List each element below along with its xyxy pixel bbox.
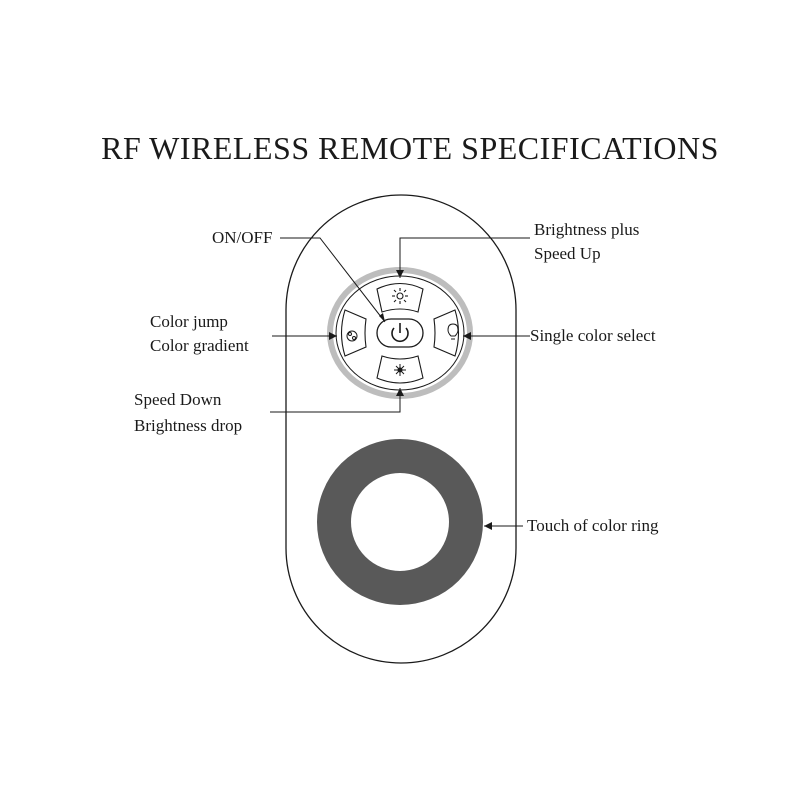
label-color-gradient: Color gradient [150, 336, 249, 355]
power-icon [391, 323, 409, 343]
label-on-off: ON/OFF [212, 228, 273, 247]
label-brightness-plus: Brightness plus [534, 220, 640, 239]
label-color-jump: Color jump [150, 312, 228, 331]
color-mode-button[interactable] [340, 309, 367, 357]
touch-color-ring[interactable] [317, 439, 483, 605]
page-title: RF WIRELESS REMOTE SPECIFICATIONS [101, 130, 719, 166]
single-color-button[interactable] [433, 309, 460, 357]
label-speed-down: Speed Down [134, 390, 222, 409]
label-speed-up: Speed Up [534, 244, 601, 263]
label-touch-color-ring: Touch of color ring [527, 516, 659, 535]
leader-arrowheads [329, 270, 492, 530]
label-single-color-select: Single color select [530, 326, 656, 345]
small-sun-icon [394, 364, 406, 376]
mode-icon [346, 330, 358, 342]
sun-icon [392, 288, 408, 304]
bulb-icon [447, 323, 459, 340]
label-brightness-drop: Brightness drop [134, 416, 243, 435]
